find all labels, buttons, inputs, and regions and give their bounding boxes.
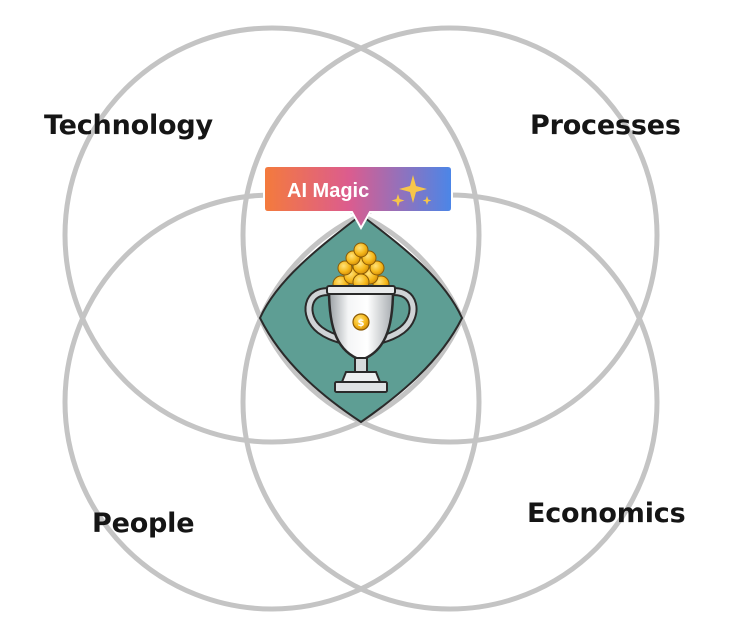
economics-label: Economics	[527, 498, 686, 529]
trophy-with-gold-coins-icon: $	[304, 242, 418, 393]
people-circle	[62, 192, 482, 612]
people-label: People	[92, 508, 195, 539]
processes-label: Processes	[530, 110, 681, 141]
sparkle-icon	[391, 175, 432, 207]
processes-circle	[240, 25, 660, 445]
ai-magic-text: AI Magic	[287, 180, 369, 202]
svg-text:$: $	[358, 318, 365, 329]
technology-label: Technology	[44, 110, 213, 141]
economics-circle	[240, 192, 660, 612]
technology-circle	[62, 25, 482, 445]
ai-magic-badge: AI Magic	[263, 165, 453, 231]
